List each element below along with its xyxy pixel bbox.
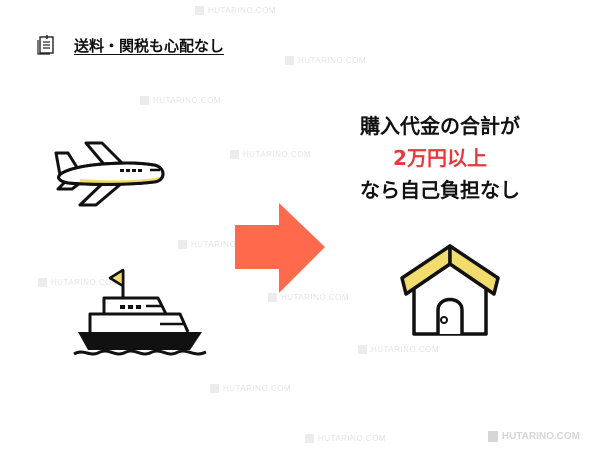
watermark: HUTARINO.COM [195, 6, 276, 15]
message-line-1: 購入代金の合計が [360, 114, 520, 138]
watermark: HUTARINO.COM [285, 56, 366, 65]
watermark: HUTARINO.COM [140, 96, 221, 105]
watermark: HUTARINO.COM [268, 293, 349, 302]
house-icon [400, 244, 500, 336]
ship-icon [73, 268, 207, 356]
watermark: HUTARINO.COM [178, 240, 259, 249]
section-title: 送料・関税も心配なし [74, 36, 225, 55]
right-arrow-icon [235, 203, 325, 293]
watermark: HUTARINO.COM [210, 384, 291, 393]
section-header: 送料・関税も心配なし [36, 34, 224, 56]
watermark: HUTARINO.COM [305, 434, 386, 443]
message-line-3: なら自己負担なし [360, 178, 520, 202]
clipboard-icon [37, 35, 54, 55]
watermark: HUTARINO.COM [38, 278, 119, 287]
airplane-icon [54, 141, 165, 207]
watermark: HUTARINO.COM [230, 150, 311, 159]
free-shipping-message: 購入代金の合計が 2万円以上 なら自己負担なし [330, 110, 550, 206]
message-highlight: 2万円以上 [393, 146, 487, 170]
watermark: HUTARINO.COM [358, 345, 439, 354]
site-watermark: HUTARINO.COM [487, 431, 580, 442]
